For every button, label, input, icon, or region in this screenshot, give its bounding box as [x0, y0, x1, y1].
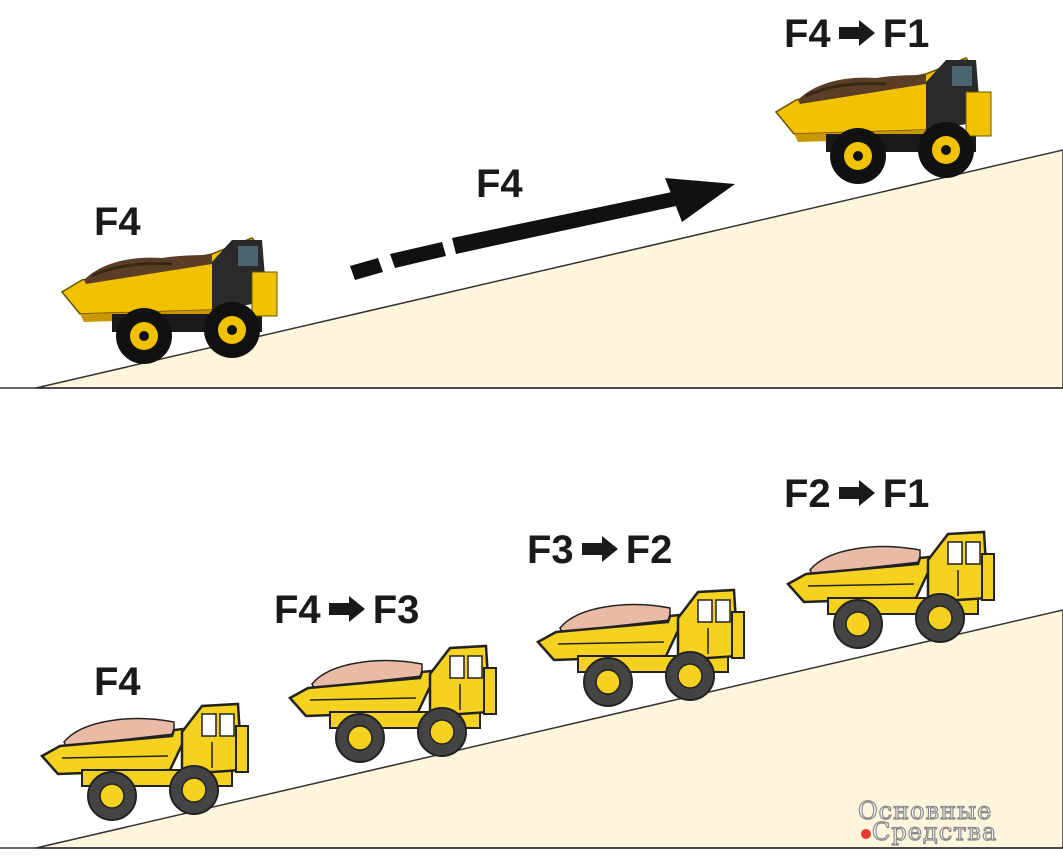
gear-to: F2 — [626, 528, 673, 572]
gear-to: F1 — [883, 12, 930, 56]
right-arrow-icon — [837, 478, 877, 508]
bottom-gear-label-1: F4 — [94, 662, 141, 702]
truck-start-top — [62, 238, 277, 364]
gear-from: F4 — [784, 12, 831, 56]
gear-to: F3 — [373, 588, 420, 632]
truck-bottom-1 — [42, 704, 248, 820]
top-start-gear-label: F4 — [94, 202, 141, 242]
right-arrow-icon — [580, 534, 620, 564]
gear-from: F4 — [274, 588, 321, 632]
top-panel — [0, 58, 1063, 388]
truck-end-top — [776, 58, 991, 184]
top-arrow-gear-label: F4 — [476, 164, 523, 204]
gear-from: F2 — [784, 472, 831, 516]
bottom-gear-shift-label-2: F4 F3 — [274, 590, 419, 630]
truck-bottom-2 — [290, 646, 496, 762]
truck-bottom-4 — [788, 532, 994, 648]
gear-to: F1 — [883, 472, 930, 516]
logo-line-2: Средства — [872, 818, 997, 846]
bottom-gear-shift-label-3: F3 F2 — [527, 530, 672, 570]
gear-from: F3 — [527, 528, 574, 572]
top-end-gear-shift-label: F4 F1 — [784, 14, 929, 54]
bottom-gear-shift-label-4: F2 F1 — [784, 474, 929, 514]
right-arrow-icon — [327, 594, 367, 624]
logo-dot-icon — [861, 829, 871, 839]
brand-logo: Основные Средства — [858, 797, 1058, 849]
right-arrow-icon — [837, 18, 877, 48]
truck-bottom-3 — [538, 590, 744, 706]
